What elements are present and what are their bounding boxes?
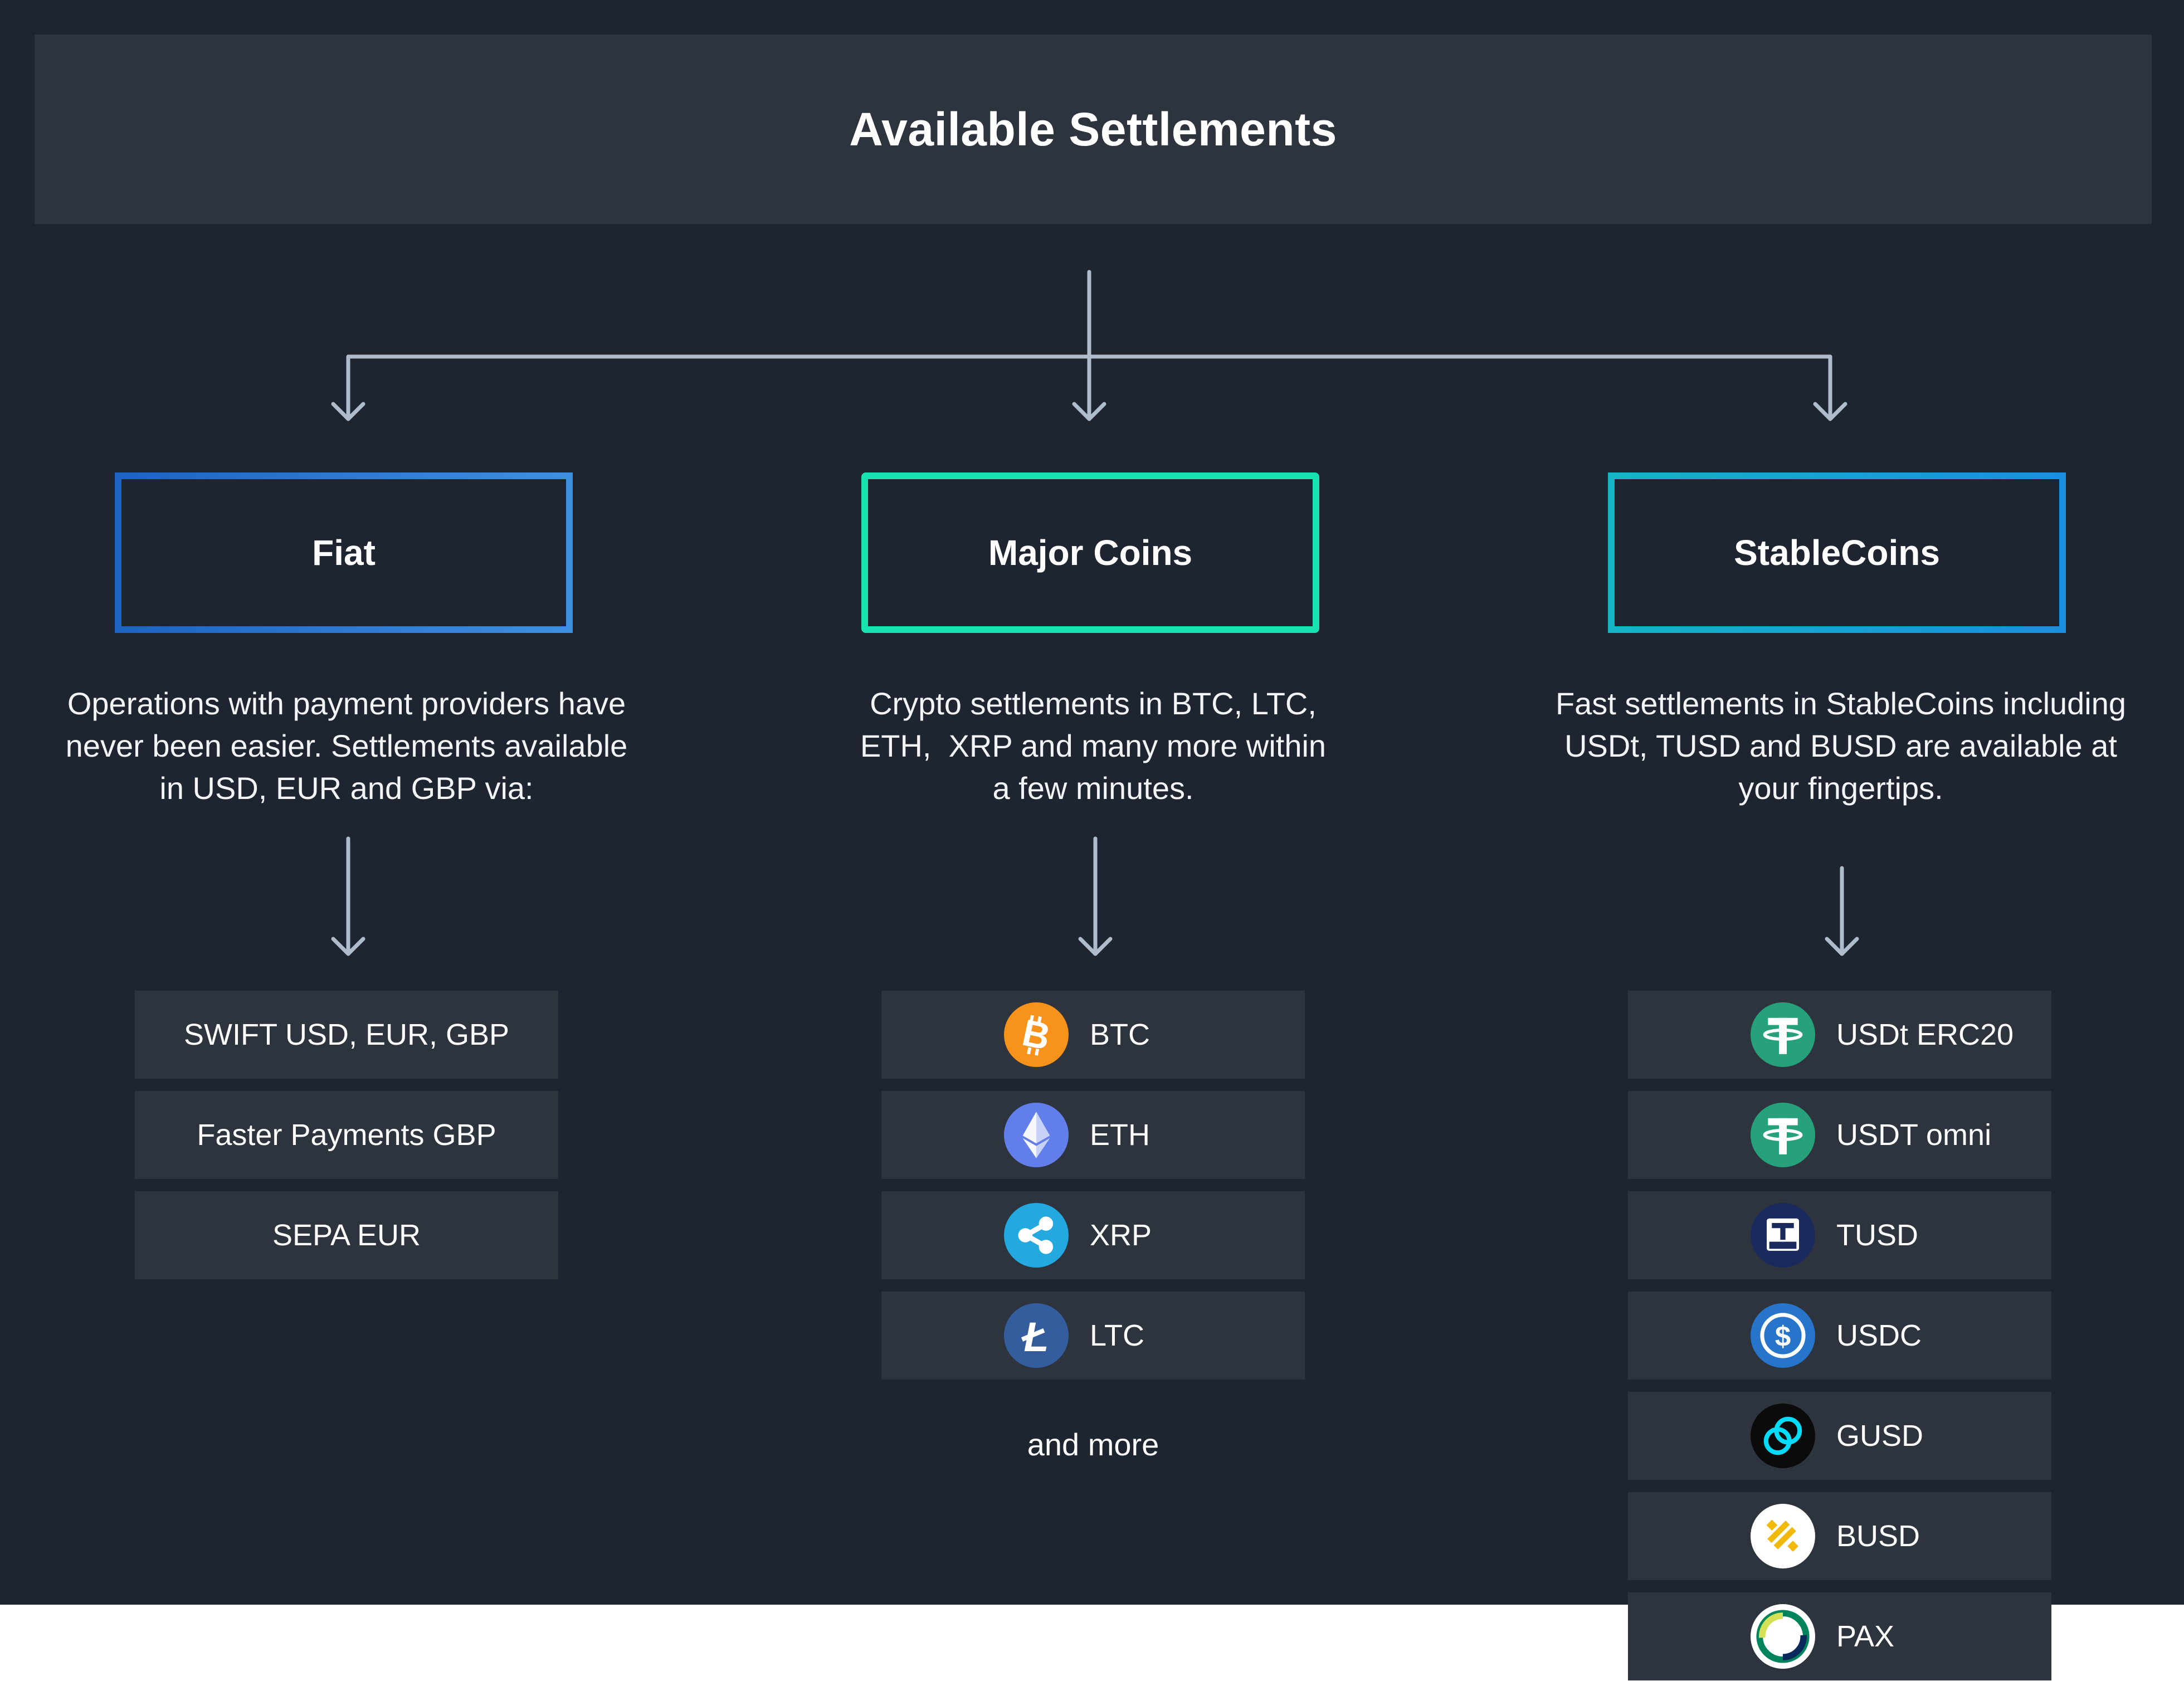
binance-usd-icon bbox=[1751, 1504, 1815, 1568]
ethereum-icon bbox=[1004, 1103, 1069, 1167]
item-label: PAX bbox=[1836, 1620, 1895, 1653]
list-item: BUSD bbox=[1628, 1492, 2051, 1580]
list-item: XRP bbox=[881, 1191, 1305, 1279]
item-label: TUSD bbox=[1836, 1219, 1918, 1252]
fiat-description-line: in USD, EUR and GBP via: bbox=[159, 771, 534, 806]
list-item: Faster Payments GBP bbox=[135, 1091, 558, 1179]
list-item: $ USDC bbox=[1628, 1292, 2051, 1380]
stable-down-arrowhead bbox=[1825, 937, 1859, 956]
arrowhead-fiat bbox=[331, 402, 365, 421]
item-label: BTC bbox=[1090, 1018, 1150, 1051]
item-label: ETH bbox=[1090, 1118, 1150, 1152]
item-label: SEPA EUR bbox=[272, 1219, 421, 1252]
stablecoins-description-line: Fast settlements in StableCoins includin… bbox=[1555, 686, 2127, 721]
litecoin-icon: L bbox=[1004, 1303, 1069, 1368]
stablecoins-description-line: your fingertips. bbox=[1738, 771, 1943, 806]
list-item: PAX bbox=[1628, 1592, 2051, 1680]
list-item: L LTC bbox=[881, 1292, 1305, 1380]
list-item: USDT omni bbox=[1628, 1091, 2051, 1179]
list-item: SWIFT USD, EUR, GBP bbox=[135, 991, 558, 1079]
list-item: SEPA EUR bbox=[135, 1191, 558, 1279]
stablecoins-category-box: StableCoins bbox=[1608, 472, 2066, 633]
fiat-down-arrowhead bbox=[331, 937, 365, 956]
major-coins-category-label: Major Coins bbox=[988, 533, 1193, 573]
fiat-description-line: never been easier. Settlements available bbox=[65, 728, 628, 763]
item-label: BUSD bbox=[1836, 1519, 1920, 1553]
list-item: B BTC bbox=[881, 991, 1305, 1079]
major-coins-description: Crypto settlements in BTC, LTC, ETH, XRP… bbox=[792, 683, 1394, 810]
item-label: LTC bbox=[1090, 1319, 1145, 1352]
trueusd-icon bbox=[1751, 1203, 1815, 1268]
arrowhead-stable bbox=[1813, 402, 1847, 421]
item-label: XRP bbox=[1090, 1219, 1152, 1252]
major-coins-description-line: ETH, XRP and many more within bbox=[860, 728, 1327, 763]
fiat-description-line: Operations with payment providers have bbox=[67, 686, 626, 721]
list-item: USDt ERC20 bbox=[1628, 991, 2051, 1079]
item-label: Faster Payments GBP bbox=[197, 1118, 496, 1152]
major-coins-description-line: Crypto settlements in BTC, LTC, bbox=[870, 686, 1317, 721]
header-bar: Available Settlements bbox=[35, 35, 2152, 224]
major-coins-category-box: Major Coins bbox=[861, 472, 1319, 633]
stablecoins-description: Fast settlements in StableCoins includin… bbox=[1540, 683, 2142, 810]
bitcoin-icon: B bbox=[1004, 1002, 1069, 1067]
item-label: SWIFT USD, EUR, GBP bbox=[183, 1018, 510, 1051]
item-label: USDC bbox=[1836, 1319, 1922, 1352]
stablecoins-category-label: StableCoins bbox=[1734, 533, 1940, 573]
fiat-description: Operations with payment providers have n… bbox=[46, 683, 647, 810]
list-item: ETH bbox=[881, 1091, 1305, 1179]
major-coins-description-line: a few minutes. bbox=[992, 771, 1194, 806]
page-title: Available Settlements bbox=[849, 103, 1337, 155]
list-item: GUSD bbox=[1628, 1392, 2051, 1480]
ripple-icon bbox=[1004, 1203, 1069, 1268]
item-label: USDt ERC20 bbox=[1836, 1018, 2014, 1051]
fiat-category-box: Fiat bbox=[115, 472, 573, 633]
item-label: GUSD bbox=[1836, 1419, 1924, 1453]
gemini-dollar-icon bbox=[1751, 1404, 1815, 1468]
fiat-category-label: Fiat bbox=[312, 533, 376, 573]
paxos-icon bbox=[1751, 1604, 1815, 1669]
arrowhead-major bbox=[1072, 402, 1106, 421]
usd-coin-icon: $ bbox=[1751, 1303, 1815, 1368]
list-item: TUSD bbox=[1628, 1191, 2051, 1279]
and-more-label: and more bbox=[1027, 1427, 1159, 1462]
tether-icon bbox=[1751, 1103, 1815, 1167]
major-down-arrowhead bbox=[1078, 937, 1113, 956]
item-label: USDT omni bbox=[1836, 1118, 1992, 1152]
branch-line bbox=[346, 354, 1832, 421]
svg-text:$: $ bbox=[1775, 1321, 1791, 1352]
tether-icon bbox=[1751, 1002, 1815, 1067]
stablecoins-description-line: USDt, TUSD and BUSD are available at bbox=[1564, 728, 2117, 763]
